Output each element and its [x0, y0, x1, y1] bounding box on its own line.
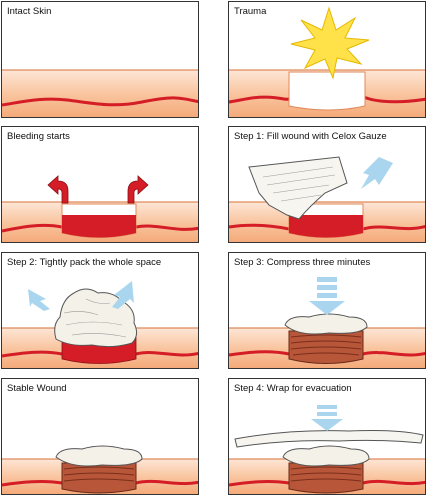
- panel-step2: Step 2: Tightly pack the whole space: [1, 252, 199, 369]
- skin-layer: [2, 70, 198, 117]
- panel-step4: Step 4: Wrap for evacuation: [228, 378, 426, 495]
- compress-bar-1: [317, 405, 337, 409]
- blood-vessel: [2, 96, 198, 107]
- panel-title: Stable Wound: [7, 383, 67, 394]
- panel-title: Step 2: Tightly pack the whole space: [7, 257, 162, 268]
- celox-gauze: [248, 156, 348, 220]
- panel-intact-skin: Intact Skin: [1, 1, 199, 118]
- bleeding-illustration: [2, 175, 198, 242]
- compress-arrow-icon: [309, 301, 345, 315]
- panel-title: Step 4: Wrap for evacuation: [234, 383, 352, 394]
- blood-pool: [62, 215, 136, 238]
- panel-title: Trauma: [234, 6, 267, 17]
- panel-title: Step 1: Fill wound with Celox Gauze: [234, 131, 387, 142]
- panel-title: Step 3: Compress three minutes: [234, 257, 371, 268]
- panel-stable-wound: Stable Wound: [1, 378, 199, 495]
- packed-wound: [288, 462, 364, 494]
- push-arrow-left-icon: [28, 289, 50, 311]
- intact-skin-illustration: [2, 69, 198, 117]
- panel-step1: Step 1: Fill wound with Celox Gauze: [228, 126, 426, 243]
- bleeding-arrow-right-icon: [127, 175, 149, 204]
- trauma-illustration: [229, 6, 425, 117]
- gauze-top: [284, 313, 368, 335]
- panel-title: Bleeding starts: [7, 131, 70, 142]
- compress-bar-2: [317, 285, 337, 290]
- compress-arrow-icon: [311, 419, 343, 431]
- bleeding-arrow-left-icon: [47, 175, 69, 204]
- wound-cavity: [288, 71, 366, 111]
- packed-wound: [61, 462, 137, 494]
- compress-bar-2: [317, 412, 337, 416]
- step4-illustration: [229, 405, 425, 494]
- panel-title: Intact Skin: [7, 6, 52, 17]
- evacuation-wrap: [234, 430, 424, 448]
- step3-illustration: [229, 277, 425, 368]
- blood-vessel-right: [135, 224, 198, 231]
- stable-wound-illustration: [2, 445, 198, 494]
- blood-pool: [289, 215, 363, 238]
- gauze-top: [282, 445, 370, 467]
- blood-vessel-left: [2, 223, 63, 233]
- gauze-top: [55, 445, 143, 467]
- panel-trauma: Trauma: [228, 1, 426, 118]
- step2-illustration: [2, 281, 198, 368]
- impact-star-icon: [290, 6, 370, 80]
- push-arrow-icon: [361, 157, 393, 189]
- push-arrow-right-icon: [112, 281, 134, 309]
- compress-bar-3: [317, 293, 337, 298]
- panel-step3: Step 3: Compress three minutes: [228, 252, 426, 369]
- step1-illustration: [229, 156, 425, 242]
- compress-bar-1: [317, 277, 337, 282]
- panel-bleeding-starts: Bleeding starts: [1, 126, 199, 243]
